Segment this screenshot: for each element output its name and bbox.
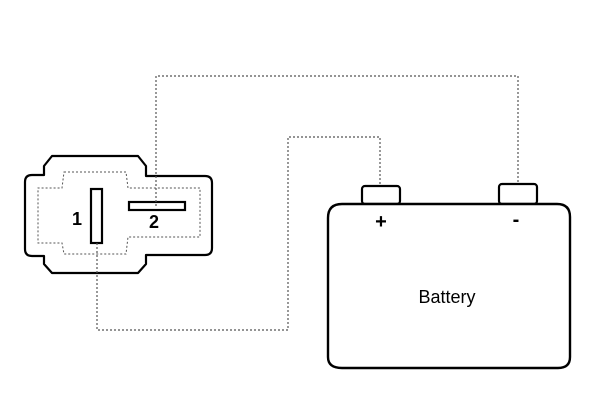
battery-positive-post [360, 184, 402, 206]
wire-terminal-2-to-negative [155, 75, 519, 206]
terminal-2-label: 2 [149, 212, 159, 232]
terminal-2-blade [127, 200, 187, 212]
battery-negative-post [497, 182, 539, 206]
battery-positive-symbol: + [375, 211, 387, 233]
connector-outer-housing [23, 154, 214, 275]
battery-body [326, 202, 572, 370]
terminal-1-label: 1 [72, 209, 82, 229]
wires [96, 75, 519, 331]
battery: + - Battery [326, 182, 572, 370]
wire-terminal-1-to-positive [96, 136, 381, 331]
connector: 1 2 [23, 154, 214, 275]
terminal-1-blade [89, 187, 104, 245]
connector-inner-cavity [37, 171, 201, 255]
battery-label: Battery [418, 287, 475, 307]
battery-negative-symbol: - [513, 209, 520, 231]
